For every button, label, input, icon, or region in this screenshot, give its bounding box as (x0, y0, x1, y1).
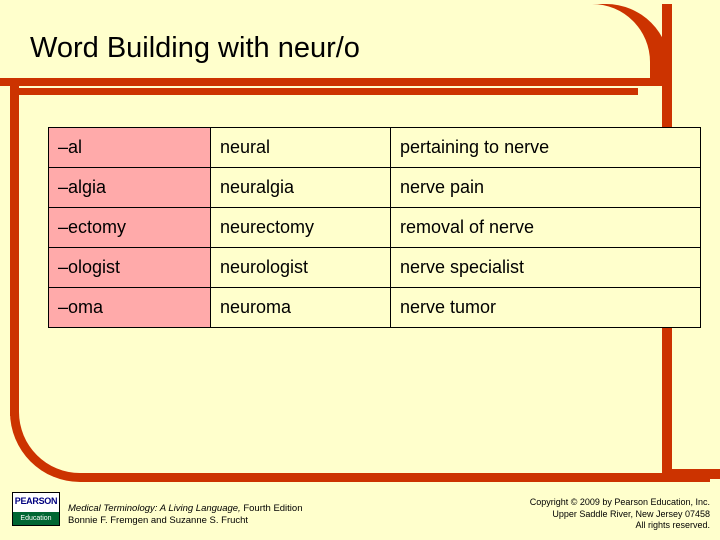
copyright-line-3: All rights reserved. (635, 520, 710, 530)
citation-line-1: Medical Terminology: A Living Language, … (68, 503, 303, 515)
copyright-block: Copyright © 2009 by Pearson Education, I… (530, 497, 710, 532)
citation-edition: Fourth Edition (240, 503, 303, 514)
suffix-cell: –ectomy (48, 207, 211, 248)
suffix-cell: –oma (48, 287, 211, 328)
left-accent-edge (10, 86, 19, 416)
word-building-table: –al neural pertaining to nerve –algia ne… (48, 127, 701, 328)
pearson-education-logo: PEARSON Education (12, 492, 60, 526)
copyright-line-1: Copyright © 2009 by Pearson Education, I… (529, 497, 710, 507)
term-cell: neural (210, 127, 391, 168)
suffix-cell: –al (48, 127, 211, 168)
suffix-cell: –algia (48, 167, 211, 208)
table-row: –ectomy neurectomy removal of nerve (48, 207, 701, 248)
table-row: –algia neuralgia nerve pain (48, 167, 701, 208)
copyright-line-2: Upper Saddle River, New Jersey 07458 (552, 508, 710, 519)
meaning-cell: nerve tumor (390, 287, 701, 328)
table-row: –ologist neurologist nerve specialist (48, 247, 701, 288)
header-accent-band-inner (0, 4, 650, 78)
meaning-cell: removal of nerve (390, 207, 701, 248)
term-cell: neurologist (210, 247, 391, 288)
meaning-cell: pertaining to nerve (390, 127, 701, 168)
meaning-cell: nerve pain (390, 167, 701, 208)
title-rule (18, 88, 638, 95)
table-row: –al neural pertaining to nerve (48, 127, 701, 168)
term-cell: neurectomy (210, 207, 391, 248)
term-cell: neuralgia (210, 167, 391, 208)
logo-wordmark: PEARSON (13, 493, 59, 510)
meaning-cell: nerve specialist (390, 247, 701, 288)
table-row: –oma neuroma nerve tumor (48, 287, 701, 328)
logo-subtext: Education (13, 512, 59, 525)
page-title: Word Building with neur/o (30, 32, 360, 64)
citation-title: Medical Terminology: A Living Language, (68, 503, 241, 514)
suffix-cell: –ologist (48, 247, 211, 288)
citation-line-2: Bonnie F. Fremgen and Suzanne S. Frucht (68, 515, 249, 526)
citation: Medical Terminology: A Living Language, … (68, 503, 303, 527)
title-rule-highlight (18, 95, 638, 98)
bottom-accent-arc (10, 400, 710, 482)
term-cell: neuroma (210, 287, 391, 328)
